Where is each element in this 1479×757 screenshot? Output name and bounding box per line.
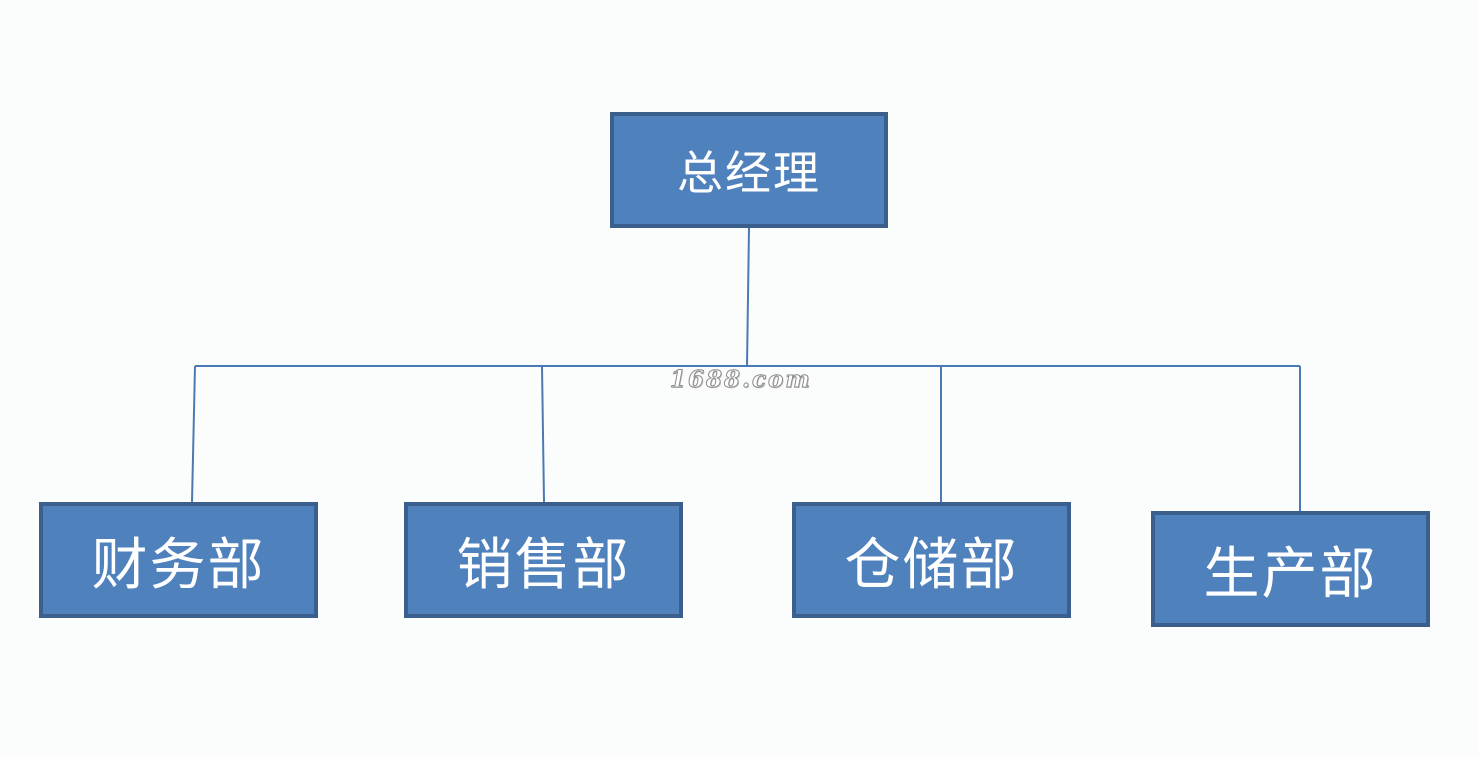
node-warehouse-department: 仓储部 (792, 502, 1071, 618)
node-sales-department: 销售部 (404, 502, 683, 618)
node-warehouse-department-label: 仓储部 (844, 532, 1019, 598)
node-finance-department: 财务部 (39, 502, 318, 618)
connector-root-trunk (746, 227, 750, 367)
node-sales-department-label: 销售部 (456, 532, 631, 598)
node-production-department: 生产部 (1151, 511, 1430, 627)
node-finance-department-label: 财务部 (91, 532, 266, 598)
node-general-manager-label: 总经理 (677, 146, 821, 200)
watermark: 1688.com (670, 366, 812, 394)
node-general-manager: 总经理 (610, 112, 888, 228)
connector-sales (541, 365, 545, 503)
node-production-department-label: 生产部 (1203, 541, 1378, 607)
connector-finance (191, 365, 196, 503)
